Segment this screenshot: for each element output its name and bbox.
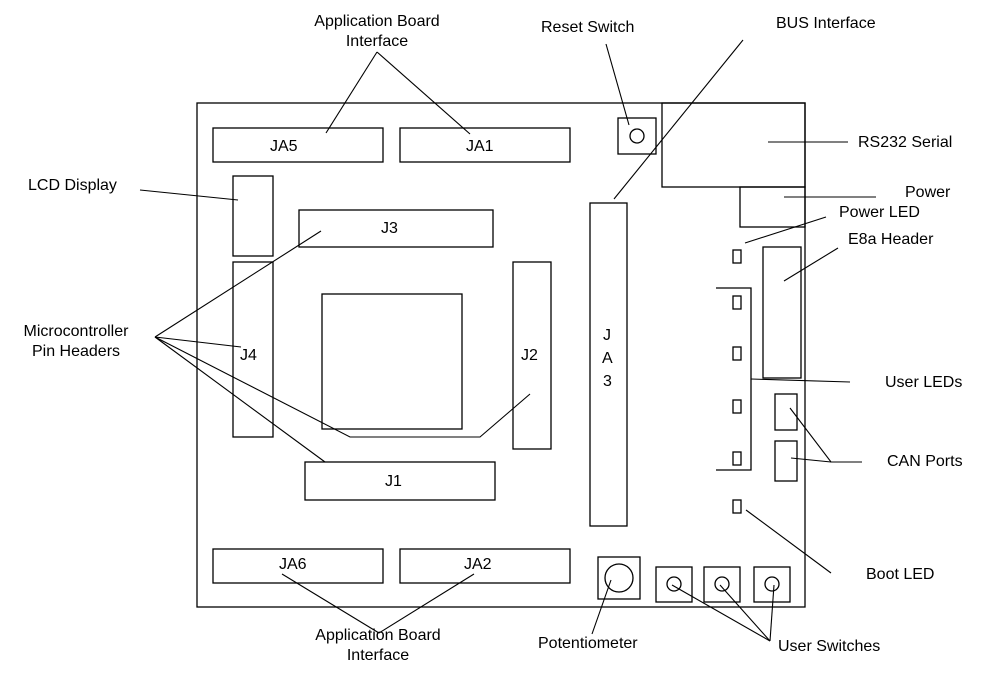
rs232-connector xyxy=(661,102,806,188)
leader-micro-j4 xyxy=(154,336,242,348)
boot-led xyxy=(732,499,742,514)
power-led xyxy=(732,249,742,264)
label-bus-interface: BUS Interface xyxy=(776,15,876,32)
leader-boot xyxy=(745,509,832,574)
user-switch-3-button xyxy=(764,576,780,592)
label-ja5: JA5 xyxy=(270,138,298,155)
label-micro-line1: Microcontroller xyxy=(23,323,129,340)
leader-switches-1 xyxy=(671,584,771,642)
power-connector xyxy=(739,186,806,228)
leader-micro-j1 xyxy=(154,336,326,463)
e8a-header-block xyxy=(762,246,802,379)
microcontroller-chip xyxy=(321,293,463,430)
label-ja3-3: 3 xyxy=(603,373,612,390)
user-led-bracket xyxy=(716,287,752,471)
potentiometer-box xyxy=(597,556,641,600)
leader-micro-j3 xyxy=(154,230,322,338)
board-outline xyxy=(196,102,806,608)
label-boot-led: Boot LED xyxy=(866,566,935,583)
can-port-1 xyxy=(774,393,798,431)
leader-reset xyxy=(605,43,630,126)
label-app-board-bottom-line2: Interface xyxy=(346,647,410,664)
user-led-3 xyxy=(732,399,742,414)
label-rs232-serial: RS232 Serial xyxy=(858,134,953,151)
label-can-ports: CAN Ports xyxy=(887,453,963,470)
label-reset-switch: Reset Switch xyxy=(541,19,635,36)
user-switch-3 xyxy=(753,566,791,603)
label-ja3-1: J xyxy=(603,327,611,344)
header-ja2 xyxy=(399,548,571,584)
leader-app-top-ja1 xyxy=(376,51,471,135)
header-ja6 xyxy=(212,548,384,584)
user-led-4 xyxy=(732,451,742,466)
leader-potentiometer xyxy=(591,579,612,635)
label-power: Power xyxy=(905,184,951,201)
user-switch-2-button xyxy=(714,576,730,592)
leader-e8a xyxy=(783,247,839,282)
potentiometer-knob xyxy=(604,563,634,593)
label-user-switches: User Switches xyxy=(778,638,881,655)
label-user-leds: User LEDs xyxy=(885,374,963,391)
leader-app-bottom-ja2 xyxy=(378,573,475,634)
user-switch-1-button xyxy=(666,576,682,592)
leader-can-2 xyxy=(790,457,832,463)
label-ja2: JA2 xyxy=(464,556,492,573)
header-j1 xyxy=(304,461,496,501)
lcd-display-block xyxy=(232,175,274,257)
label-potentiometer: Potentiometer xyxy=(538,635,638,652)
header-j4 xyxy=(232,261,274,438)
leader-power-led xyxy=(744,216,827,244)
reset-switch-box xyxy=(617,117,657,155)
can-port-2 xyxy=(774,440,798,482)
label-app-board-top: Application Board Interface xyxy=(284,12,470,52)
label-app-board-bottom-line1: Application Board xyxy=(315,627,441,644)
header-ja5 xyxy=(212,127,384,163)
header-ja1 xyxy=(399,127,571,163)
label-j2: J2 xyxy=(521,347,538,364)
leader-app-top-ja5 xyxy=(325,51,378,134)
label-e8a-header: E8a Header xyxy=(848,231,934,248)
leader-lcd xyxy=(139,189,239,201)
label-ja3-2: A xyxy=(602,350,613,367)
user-led-2 xyxy=(732,346,742,361)
user-led-1 xyxy=(732,295,742,310)
header-ja3 xyxy=(589,202,628,527)
label-ja1: JA1 xyxy=(466,138,494,155)
leader-bus xyxy=(613,39,744,200)
leader-micro-j2 xyxy=(154,336,531,438)
label-app-board-top-line2: Interface xyxy=(345,33,409,50)
label-ja6: JA6 xyxy=(279,556,307,573)
header-j3 xyxy=(298,209,494,248)
label-app-board-bottom: Application Board Interface xyxy=(285,626,471,666)
label-j3: J3 xyxy=(381,220,398,237)
header-j2 xyxy=(512,261,552,450)
label-app-board-top-line1: Application Board xyxy=(314,13,440,30)
leader-user-leds xyxy=(750,378,851,383)
label-microcontroller: Microcontroller Pin Headers xyxy=(6,322,146,362)
leader-app-bottom-ja6 xyxy=(281,573,380,634)
user-switch-2 xyxy=(703,566,741,603)
reset-switch-button xyxy=(629,128,645,144)
leader-switches-2 xyxy=(719,584,771,642)
user-switch-1 xyxy=(655,566,693,603)
label-power-led: Power LED xyxy=(839,204,920,221)
label-j4: J4 xyxy=(240,347,257,364)
label-lcd-display: LCD Display xyxy=(28,177,117,194)
leader-can xyxy=(789,407,862,463)
leader-switches-3 xyxy=(769,584,775,642)
label-j1: J1 xyxy=(385,473,402,490)
label-micro-line2: Pin Headers xyxy=(31,343,121,360)
